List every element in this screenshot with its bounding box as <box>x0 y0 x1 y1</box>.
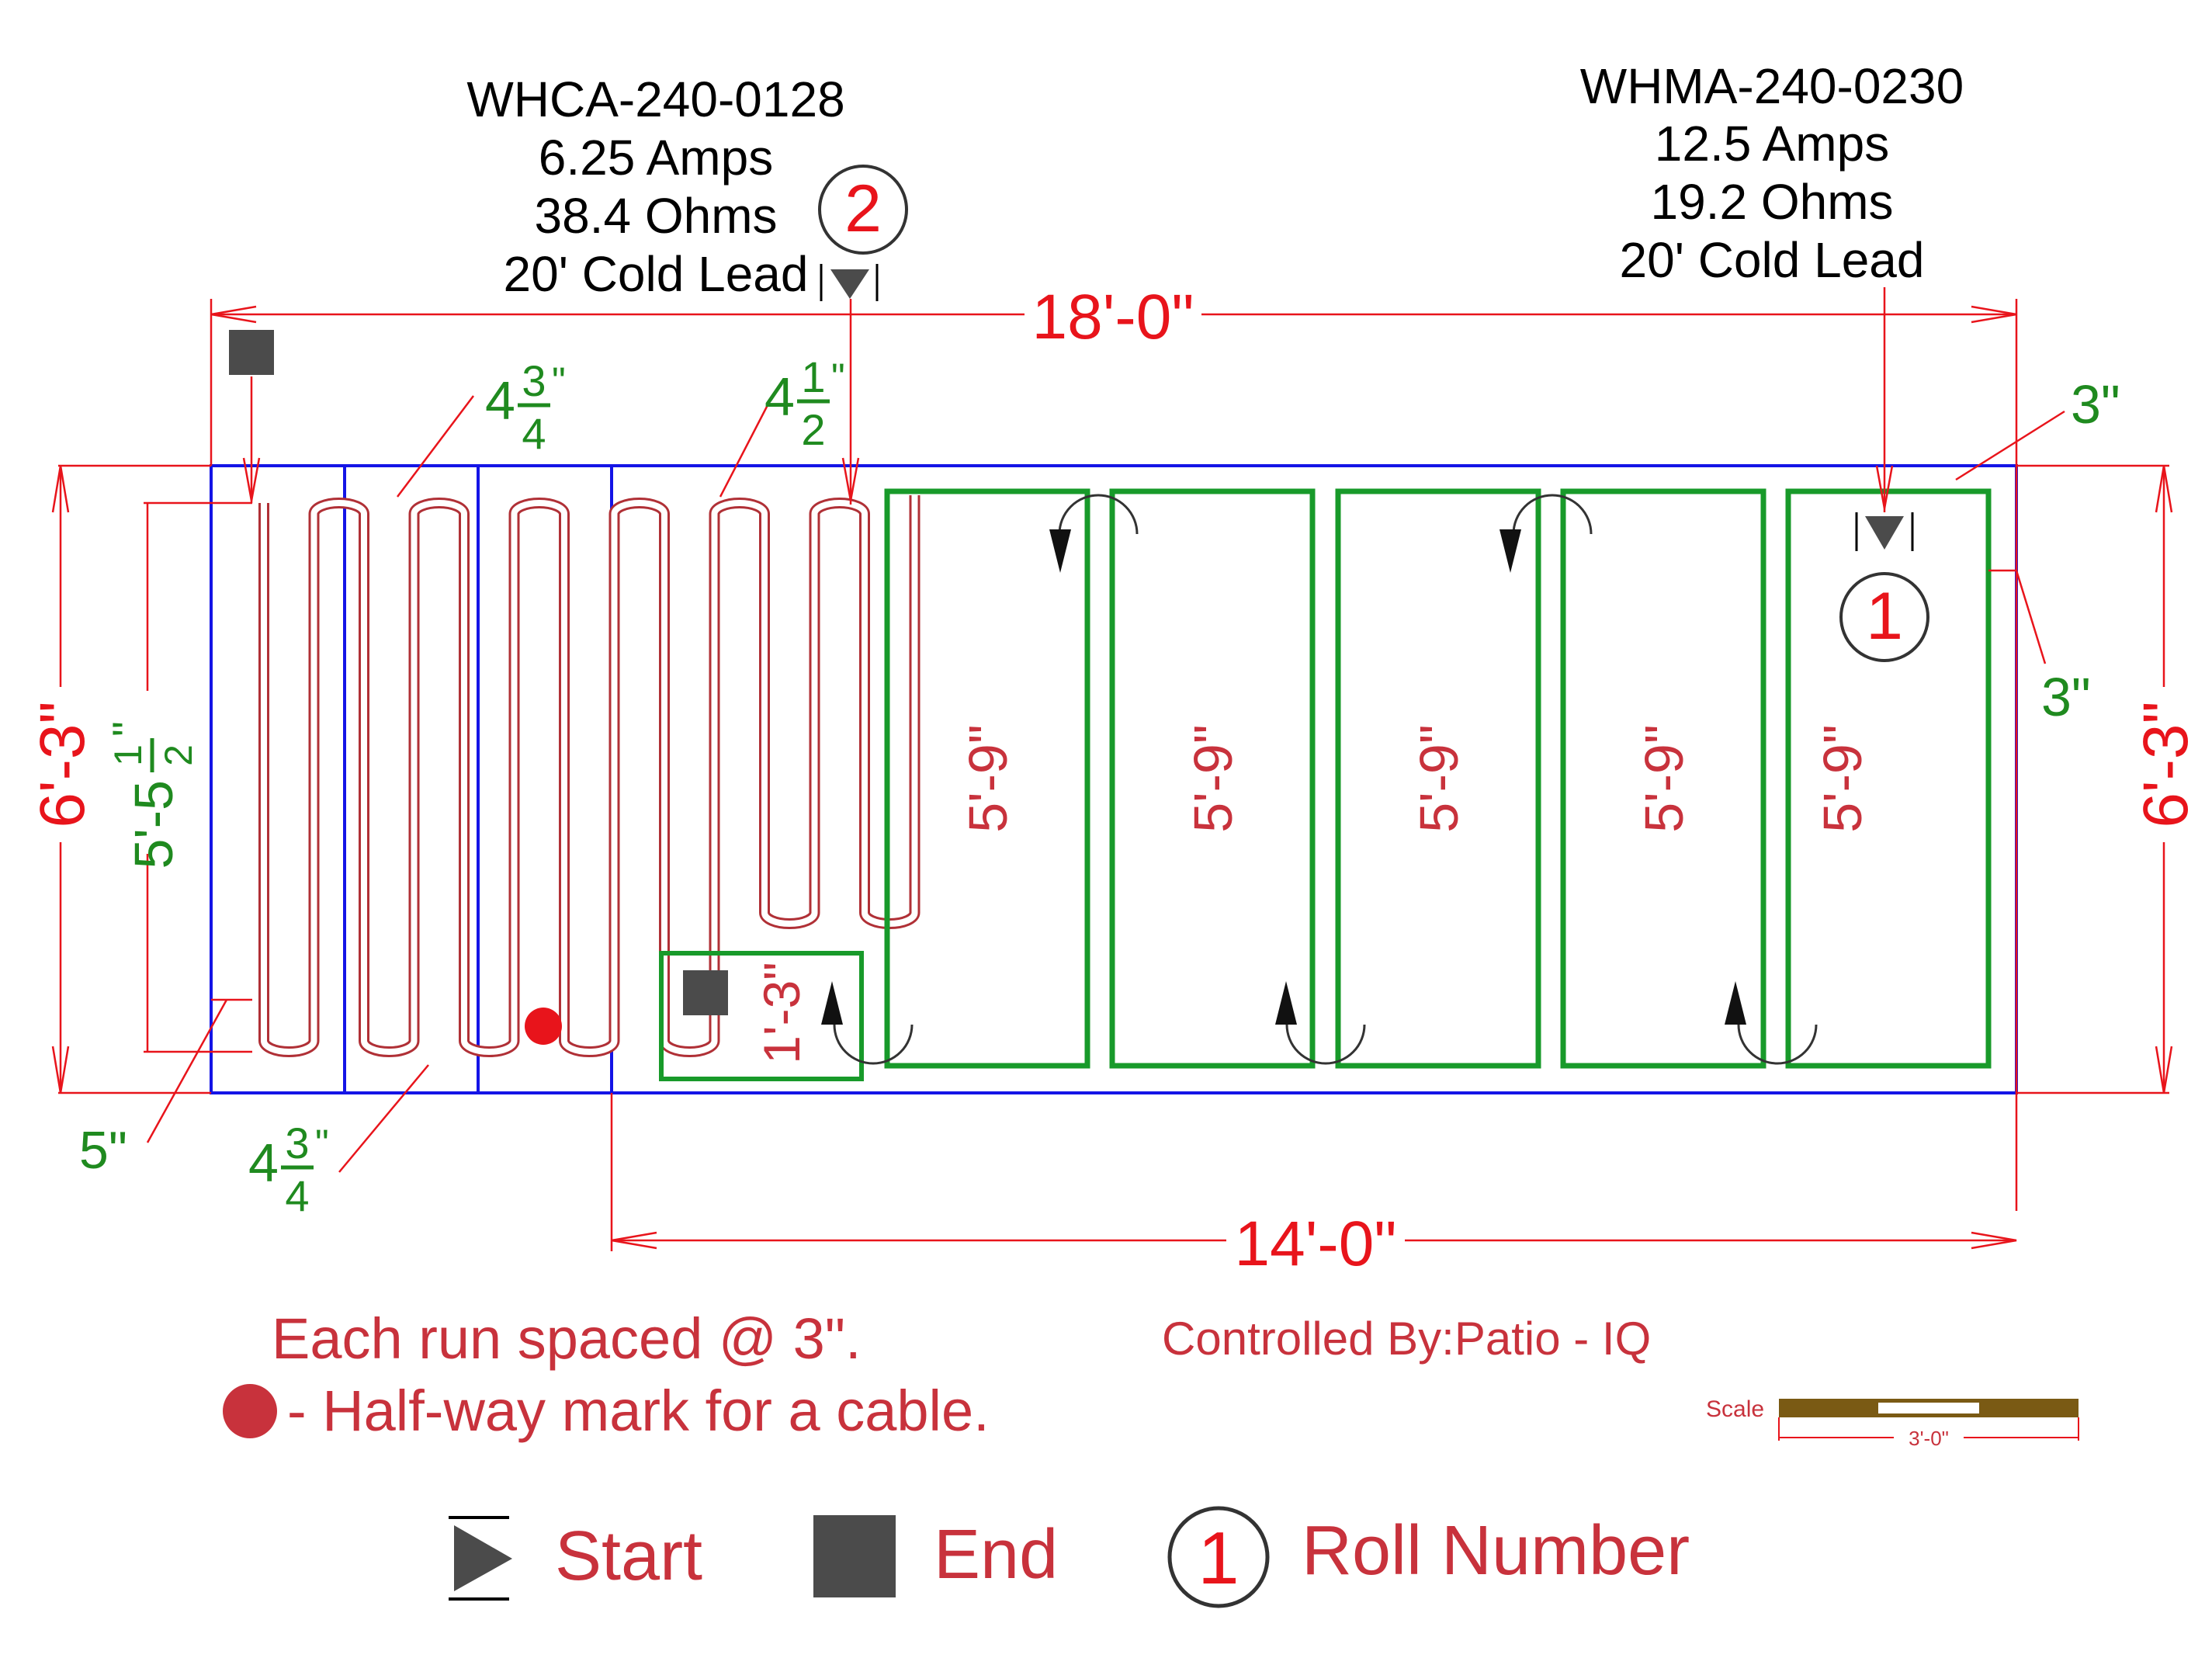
mat-lead: 20' Cold Lead <box>1620 232 1925 288</box>
height-left-label: 6'-3" <box>27 701 98 827</box>
roll-number-mats: 1 <box>1866 579 1903 654</box>
scale-bar: Scale 3'-0" <box>1706 1396 2079 1450</box>
arrow-up-2 <box>1725 981 1746 1025</box>
end-marker-mats <box>683 970 728 1015</box>
start-legend-label: Start <box>555 1518 702 1595</box>
roll-legend-label: Roll Number <box>1302 1512 1690 1590</box>
mat-3 <box>1335 488 1541 1069</box>
offset-top-right-label: 3" <box>2071 374 2120 435</box>
halfway-legend-dot <box>223 1384 277 1438</box>
mat-area-width-label: 14'-0" <box>1235 1209 1397 1279</box>
turn-arc-top-2 <box>1512 494 1593 535</box>
spacing-note: Each run spaced @ 3". <box>272 1306 862 1371</box>
arrow-down-2 <box>1500 529 1521 573</box>
height-right-label: 6'-3" <box>2131 701 2201 827</box>
heating-mats <box>659 488 1992 1081</box>
mat-2 <box>1109 488 1316 1069</box>
mat-model: WHMA-240-0230 <box>1580 58 1964 114</box>
svg-text:2: 2 <box>157 744 200 766</box>
svg-text:": " <box>552 359 566 403</box>
dimension-lines <box>51 287 2173 1251</box>
spacing-top-left-label: 4 3 4 " <box>485 356 566 458</box>
turn-arc-bottom-1 <box>1285 1024 1366 1065</box>
turn-arc-top-1 <box>1058 494 1139 535</box>
svg-text:4: 4 <box>248 1133 279 1193</box>
cable-amps: 6.25 Amps <box>539 130 773 186</box>
mat-ohms: 19.2 Ohms <box>1650 174 1893 230</box>
mat-turn-arrows <box>833 494 1818 1065</box>
scale-length: 3'-0" <box>1909 1427 1949 1450</box>
legend: Start End 1 Roll Number <box>449 1506 1690 1608</box>
turn-arc-bottom-0 <box>833 1024 914 1065</box>
mat-2-length: 5'-9" <box>1183 724 1243 832</box>
svg-text:2: 2 <box>801 405 825 454</box>
svg-text:5'-5: 5'-5 <box>123 780 184 869</box>
roll-circles: 2 1 <box>818 165 1929 662</box>
mat-1 <box>884 488 1090 1069</box>
overall-width-label: 18'-0" <box>1032 282 1194 352</box>
spacing-bottom-label: 4 3 4 " <box>248 1119 329 1220</box>
start-legend-icon <box>449 1516 512 1601</box>
mat-spec-block: WHMA-240-0230 12.5 Amps 19.2 Ohms 20' Co… <box>1580 58 1964 288</box>
halfway-note: - Half-way mark for a cable. <box>287 1379 990 1443</box>
cable-model: WHCA-240-0128 <box>466 71 844 127</box>
svg-text:4: 4 <box>522 409 546 458</box>
arrow-up-0 <box>821 981 843 1025</box>
mat-direction-arrows <box>821 529 1746 1025</box>
start-marker-mats <box>1855 512 1914 551</box>
cable-serpentine-inner <box>261 495 918 1055</box>
heating-cable <box>258 495 921 1057</box>
svg-text:": " <box>315 1122 329 1165</box>
svg-text:4: 4 <box>485 370 515 431</box>
connection-box <box>659 951 864 1081</box>
mat-4 <box>1560 488 1766 1069</box>
end-legend-icon <box>813 1515 896 1597</box>
cable-run-length-label: 5'-5 1 2 " <box>103 721 200 869</box>
cable-markers <box>229 264 1914 1045</box>
controller-note: Controlled By:Patio - IQ <box>1162 1313 1651 1365</box>
end-marker-cable <box>229 330 274 375</box>
mat-amps: 12.5 Amps <box>1655 116 1889 172</box>
offset-side-right-label: 3" <box>2041 667 2091 727</box>
dimension-texts: 18'-0" 14'-0" 6'-3" 6'-3" 5'-5 1 2 " 3" … <box>27 282 2201 1279</box>
mat-5-length: 5'-9" <box>1812 724 1873 832</box>
mat-1-length: 5'-9" <box>958 724 1018 832</box>
roll-circle-cable <box>818 165 908 255</box>
spacing-top-right-label: 4 1 2 " <box>764 352 845 454</box>
svg-text:4: 4 <box>764 366 795 427</box>
svg-text:": " <box>831 356 845 399</box>
scale-label: Scale <box>1706 1396 1764 1422</box>
roll-circle-mats <box>1839 572 1929 662</box>
roll-legend-symbol: 1 <box>1198 1517 1239 1600</box>
offset-left-label: 5" <box>79 1121 127 1180</box>
roll-number-cable: 2 <box>844 172 882 246</box>
mat-3-length: 5'-9" <box>1409 724 1469 832</box>
svg-text:3: 3 <box>285 1119 309 1167</box>
svg-text:1: 1 <box>801 352 825 401</box>
roll-legend-icon <box>1167 1506 1270 1608</box>
svg-text:4: 4 <box>285 1171 309 1220</box>
cable-ohms: 38.4 Ohms <box>534 188 777 244</box>
halfway-mark <box>525 1008 562 1045</box>
turn-arc-bottom-2 <box>1737 1024 1818 1065</box>
cable-lead: 20' Cold Lead <box>504 246 809 302</box>
end-legend-label: End <box>934 1516 1058 1594</box>
start-marker-cable <box>820 264 879 301</box>
svg-text:1: 1 <box>106 744 150 766</box>
cable-spec-block: WHCA-240-0128 6.25 Amps 38.4 Ohms 20' Co… <box>466 71 844 302</box>
arrow-up-1 <box>1275 981 1297 1025</box>
mat-4-length: 5'-9" <box>1634 724 1694 832</box>
svg-text:3: 3 <box>522 356 546 405</box>
svg-text:": " <box>103 721 152 737</box>
connection-box-length: 1'-3" <box>753 962 810 1063</box>
arrow-down-1 <box>1049 529 1071 573</box>
